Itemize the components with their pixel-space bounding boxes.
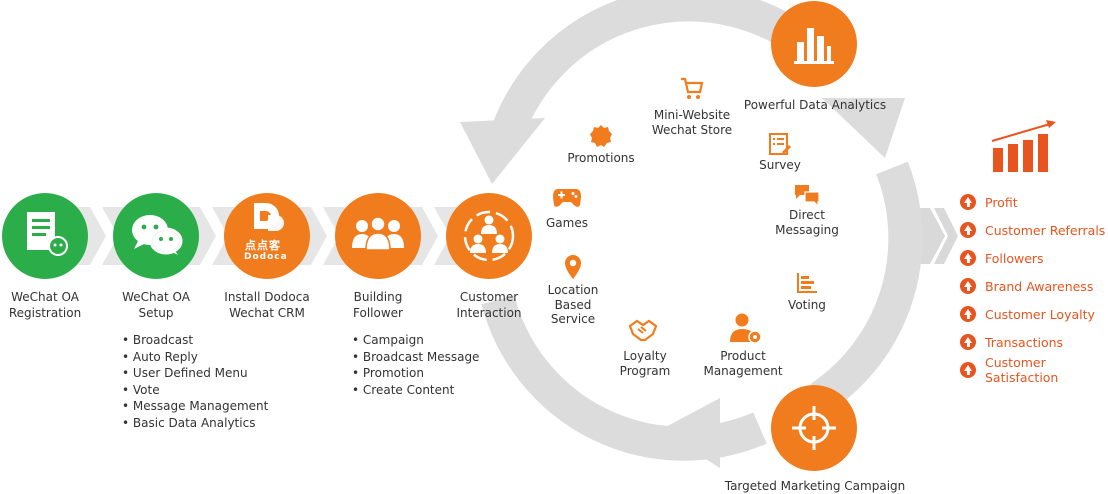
- step-install-crm-label: Install Dodoca Wechat CRM: [224, 290, 310, 320]
- result-item: Customer Loyalty: [960, 300, 1108, 328]
- follower-feature: Campaign: [352, 332, 479, 349]
- result-item: Brand Awareness: [960, 272, 1108, 300]
- follower-feature: Broadcast Message: [352, 349, 480, 366]
- feature-survey-label: Survey: [759, 158, 801, 172]
- exit-chevron-2: [934, 208, 958, 264]
- arrow-up-icon: [960, 250, 976, 266]
- step-building-follower-label: Building Follower: [353, 290, 403, 320]
- result-item: Transactions: [960, 328, 1108, 356]
- setup-feature: Message Management: [122, 398, 268, 415]
- arrow-up-icon: [960, 194, 976, 210]
- feature-promotions-label: Promotions: [567, 151, 635, 165]
- chat-bubbles-icon: [795, 185, 820, 207]
- targeted-label: Targeted Marketing Campaign: [724, 479, 906, 493]
- arrow-up-icon: [960, 334, 976, 350]
- interaction-icon: [463, 210, 515, 262]
- cart-icon: [681, 77, 704, 99]
- result-item: Customer Referrals: [960, 216, 1108, 244]
- follower-feature: Create Content: [352, 382, 479, 399]
- arrow-up-icon: [960, 306, 976, 322]
- setup-feature: Auto Reply: [122, 349, 268, 366]
- flow-chevrons: [90, 207, 450, 265]
- analytics-label: Powerful Data Analytics: [743, 98, 887, 112]
- targeted-circle: [771, 385, 857, 471]
- follower-feature: Promotion: [352, 365, 479, 382]
- result-item: Customer Satisfaction: [960, 355, 1108, 385]
- setup-feature: User Defined Menu: [122, 365, 268, 382]
- setup-feature: Basic Data Analytics: [122, 415, 268, 432]
- dodoca-logo-icon: [254, 203, 284, 231]
- handshake-icon: [628, 319, 658, 342]
- group-icon: [352, 216, 404, 251]
- location-pin-icon: [565, 255, 581, 279]
- growth-chart-icon: [991, 120, 1056, 172]
- feature-store-label: Mini-Website Wechat Store: [651, 108, 733, 137]
- bar-chart-icon: [794, 28, 834, 64]
- document-wechat-icon: [27, 212, 68, 256]
- step-registration-label: WeChat OA Registration: [8, 290, 82, 320]
- feature-direct-label: Direct Messaging: [775, 208, 839, 237]
- target-icon: [792, 406, 836, 450]
- setup-feature-list: Broadcast Auto Reply User Defined Menu V…: [122, 332, 268, 431]
- dodoca-logo-cn: 点点客: [245, 239, 281, 252]
- dodoca-logo-en: Dodoca: [244, 252, 288, 262]
- setup-feature: Broadcast: [122, 332, 268, 349]
- results-list: Profit Customer Referrals Followers Bran…: [960, 188, 1108, 385]
- step-customer-interaction: [446, 193, 532, 279]
- feature-games-label: Games: [546, 216, 588, 230]
- product-manager-icon: [730, 313, 762, 344]
- step-setup-label: WeChat OA Setup: [122, 290, 190, 320]
- feature-voting-label: Voting: [788, 298, 826, 312]
- setup-feature: Vote: [122, 382, 268, 399]
- gamepad-icon: [553, 189, 581, 207]
- follower-feature-list: Campaign Broadcast Message Promotion Cre…: [352, 332, 480, 399]
- promotion-badge-icon: [590, 125, 612, 147]
- arrow-up-icon: [960, 362, 976, 378]
- result-item: Profit: [960, 188, 1108, 216]
- result-item: Followers: [960, 244, 1108, 272]
- arrow-up-icon: [960, 222, 976, 238]
- feature-loyalty-label: Loyalty Program: [619, 349, 671, 378]
- wechat-icon: [132, 215, 183, 255]
- arrow-up-icon: [960, 278, 976, 294]
- feature-location-label: Location Based Service: [547, 283, 599, 326]
- step-customer-interaction-label: Customer Interaction: [456, 290, 522, 320]
- cycle-arrowheads: [460, 98, 905, 468]
- exit-chevron-1: [915, 208, 945, 264]
- survey-icon: [769, 133, 791, 155]
- feature-product-label: Product Management: [703, 349, 783, 378]
- voting-icon: [797, 273, 817, 293]
